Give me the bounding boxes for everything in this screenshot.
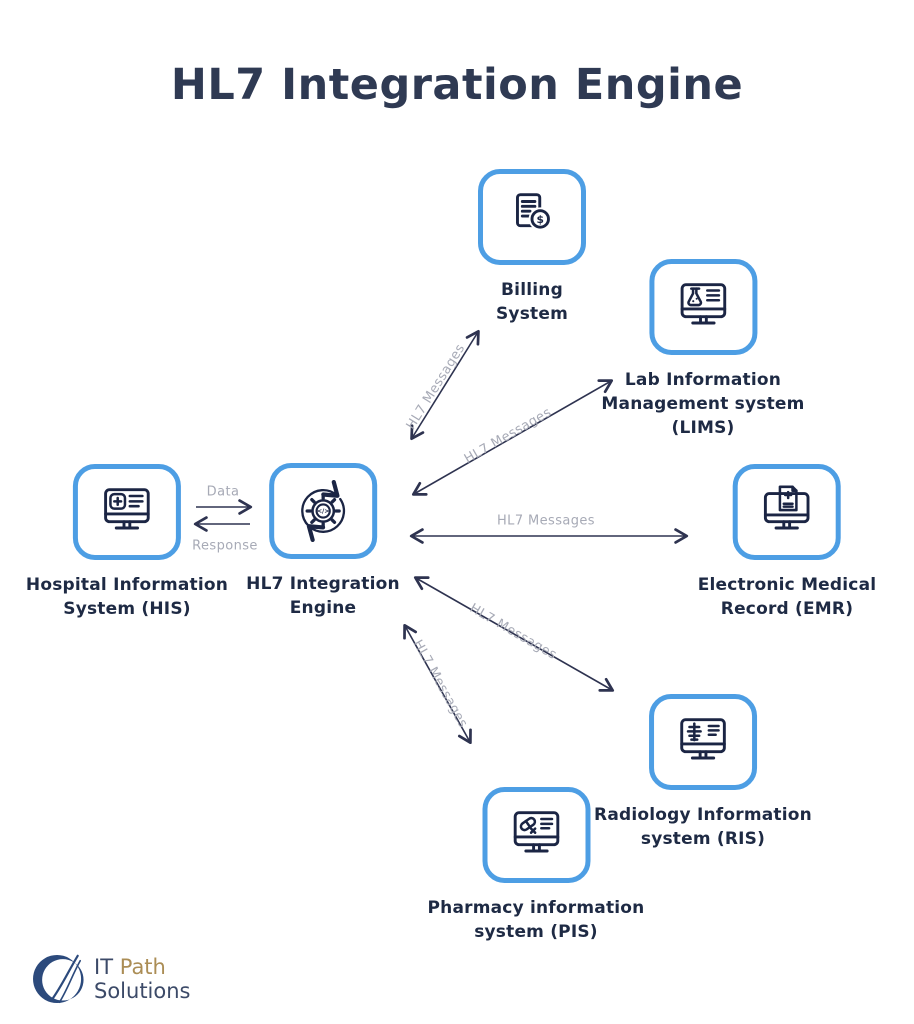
ris-label: Radiology Information system (RIS) — [594, 805, 812, 849]
radiology-monitor-icon — [680, 718, 726, 760]
logo-word-path: Path — [119, 955, 166, 979]
edge-emr-label: HL7 Messages — [497, 513, 595, 529]
his-label: Hospital Information System (HIS) — [25, 575, 229, 619]
emr-label: Electronic Medical Record (EMR) — [697, 575, 877, 619]
gear-code-sync-icon: </> — [301, 480, 345, 542]
svg-text:</>: </> — [317, 508, 329, 515]
hospital-monitor-icon — [104, 488, 150, 530]
node-integration-engine: </> HL7 Integration Engine — [246, 463, 400, 620]
edge-data-label: Data — [206, 484, 240, 500]
edge-lims-line — [411, 379, 614, 496]
node-ris: Radiology Information system (RIS) — [594, 694, 812, 851]
logo-word-solutions: Solutions — [94, 979, 191, 1003]
lims-box — [649, 259, 757, 355]
node-emr: Electronic Medical Record (EMR) — [698, 464, 877, 621]
node-pis: Pharmacy information system (PIS) — [428, 787, 645, 944]
engine-label: HL7 Integration Engine — [246, 574, 400, 618]
emr-box — [733, 464, 841, 560]
medical-record-monitor-icon — [764, 485, 810, 530]
itpath-crescent-logo-icon — [33, 954, 84, 1004]
lims-label: Lab Information Management system (LIMS) — [601, 370, 805, 438]
engine-box: </> — [269, 463, 377, 559]
page-title: HL7 Integration Engine — [170, 60, 744, 110]
svg-text:$: $ — [537, 213, 544, 226]
node-billing-system: $ Billing System — [478, 169, 586, 326]
company-logo-text: IT Path Solutions — [94, 955, 191, 1003]
pharmacy-monitor-icon — [513, 811, 559, 853]
company-logo: IT Path Solutions — [28, 950, 191, 1008]
pis-box — [482, 787, 590, 883]
his-box — [73, 464, 181, 560]
edge-pis-line — [403, 623, 472, 745]
ris-box — [648, 694, 757, 790]
lab-flask-monitor-icon — [680, 283, 726, 325]
logo-word-it: IT — [94, 955, 114, 979]
node-lims: Lab Information Management system (LIMS) — [601, 259, 804, 440]
edge-response-label: Response — [192, 538, 258, 554]
invoice-dollar-icon: $ — [516, 193, 552, 231]
billing-box: $ — [478, 169, 586, 265]
billing-label: Billing System — [495, 280, 568, 324]
pis-label: Pharmacy information system (PIS) — [427, 898, 645, 942]
node-his: Hospital Information System (HIS) — [26, 464, 228, 621]
edge-ris-line — [413, 576, 615, 692]
